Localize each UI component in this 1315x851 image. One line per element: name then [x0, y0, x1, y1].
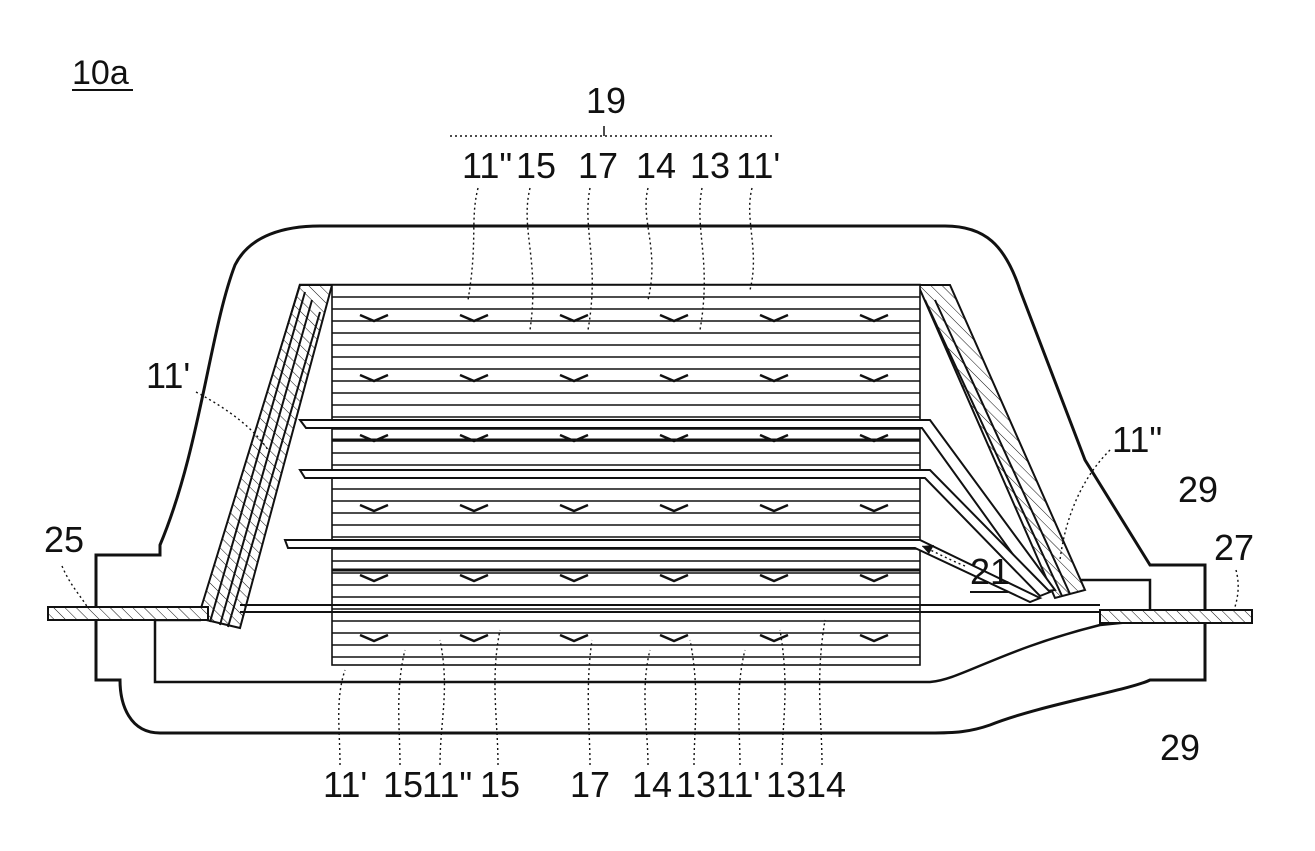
bottom-label-13a: 13: [676, 764, 716, 805]
top-label-11p: 11': [736, 145, 780, 186]
top-label-14: 14: [636, 145, 676, 186]
side-label-left-11p: 11': [146, 355, 190, 396]
side-label-21: 21: [970, 551, 1010, 592]
terminal-lead-27: [1100, 610, 1252, 623]
bottom-label-11p-b: 11': [716, 764, 760, 805]
side-label-right-11pp: 11": [1112, 419, 1162, 460]
terminal-lead-25: [48, 607, 208, 620]
bottom-label-14b: 14: [806, 764, 846, 805]
bottom-label-15b: 15: [480, 764, 520, 805]
bottom-label-15a: 15: [383, 764, 423, 805]
top-label-15: 15: [516, 145, 556, 186]
bracket-label-19: 19: [586, 80, 626, 121]
side-label-29-top: 29: [1178, 469, 1218, 510]
top-label-17: 17: [578, 145, 618, 186]
leader-25: [62, 566, 88, 608]
bottom-label-17: 17: [570, 764, 610, 805]
side-label-29-bottom: 29: [1160, 727, 1200, 768]
leader-27: [1234, 570, 1238, 610]
bottom-label-11p: 11': [323, 764, 367, 805]
top-label-13: 13: [690, 145, 730, 186]
bottom-label-14: 14: [632, 764, 672, 805]
side-label-25: 25: [44, 519, 84, 560]
bottom-label-13b: 13: [766, 764, 806, 805]
bottom-label-11pp: 11": [422, 764, 472, 805]
side-label-27: 27: [1214, 527, 1254, 568]
top-label-11pp: 11": [462, 145, 512, 186]
figure-reference: 10a: [72, 54, 129, 92]
